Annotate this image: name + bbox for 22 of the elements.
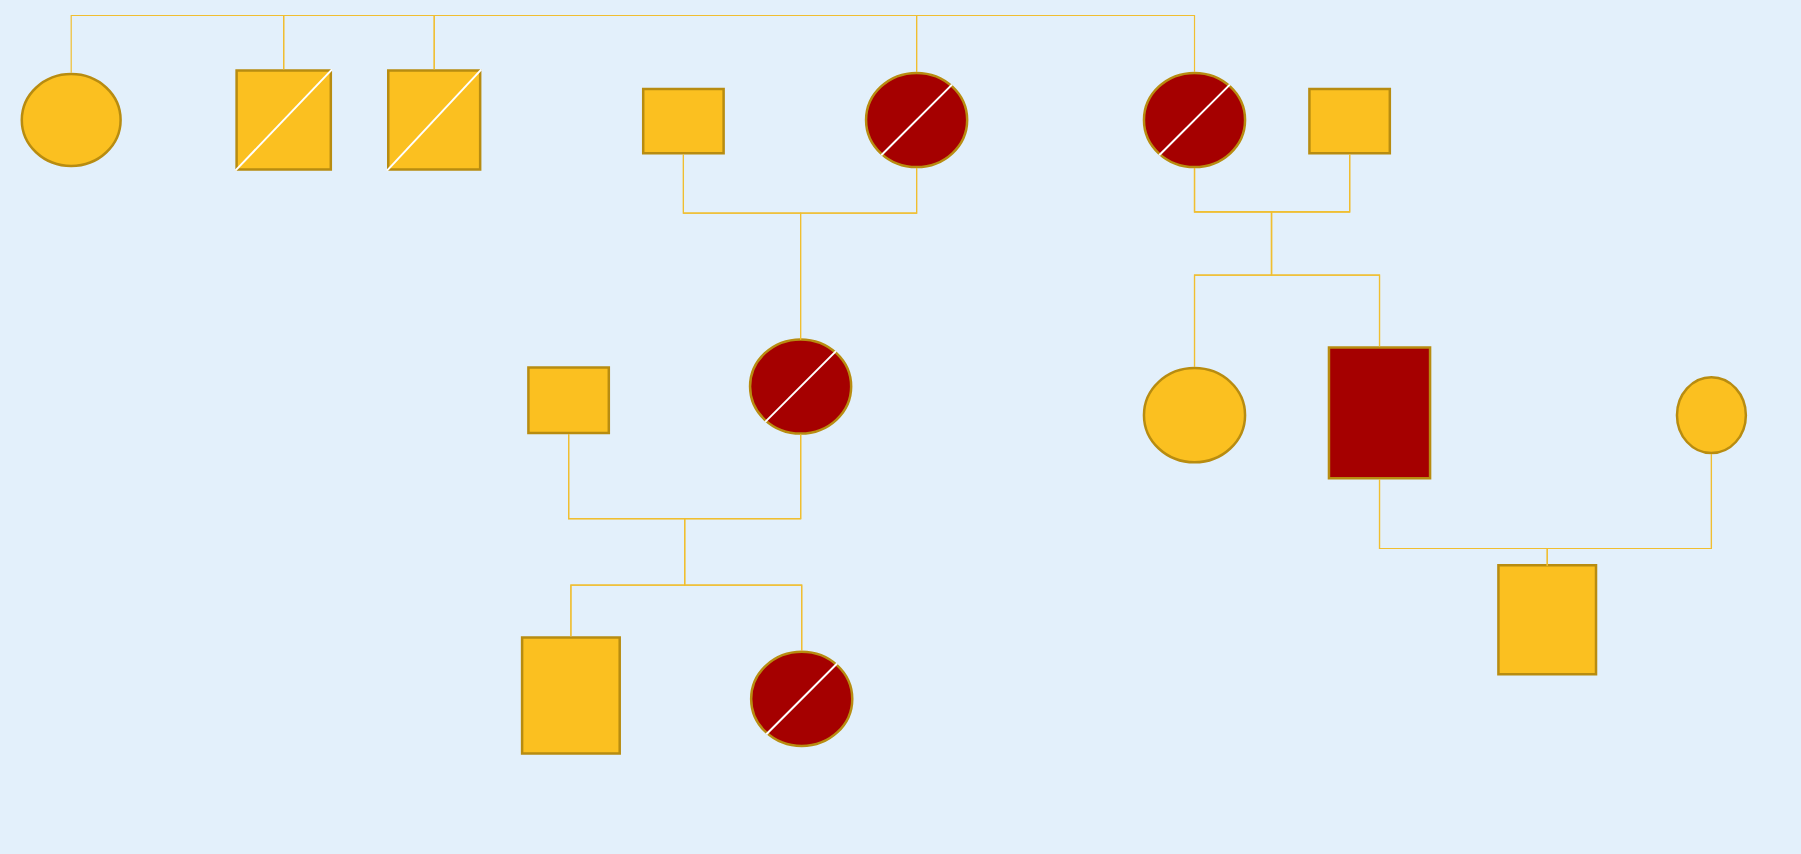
female-symbol	[1675, 376, 1748, 455]
female-symbol	[20, 72, 122, 168]
connector-line	[1546, 453, 1712, 567]
connector-line	[684, 434, 803, 652]
male-symbol	[527, 366, 611, 435]
connector-line	[70, 14, 285, 74]
connector-line	[1270, 154, 1381, 347]
female-symbol	[1142, 366, 1247, 464]
female-symbol	[864, 71, 969, 169]
female-symbol	[748, 338, 853, 435]
connector-line	[916, 14, 1196, 73]
male-symbol	[1497, 563, 1598, 676]
male-symbol	[1327, 346, 1432, 480]
female-symbol	[749, 650, 854, 748]
connector-line	[283, 14, 435, 70]
male-symbol	[520, 636, 621, 755]
connector-line	[800, 167, 918, 340]
male-symbol	[386, 68, 483, 172]
male-symbol	[641, 87, 725, 155]
male-symbol	[1308, 87, 1392, 155]
male-symbol	[234, 68, 334, 172]
female-symbol	[1142, 71, 1247, 169]
